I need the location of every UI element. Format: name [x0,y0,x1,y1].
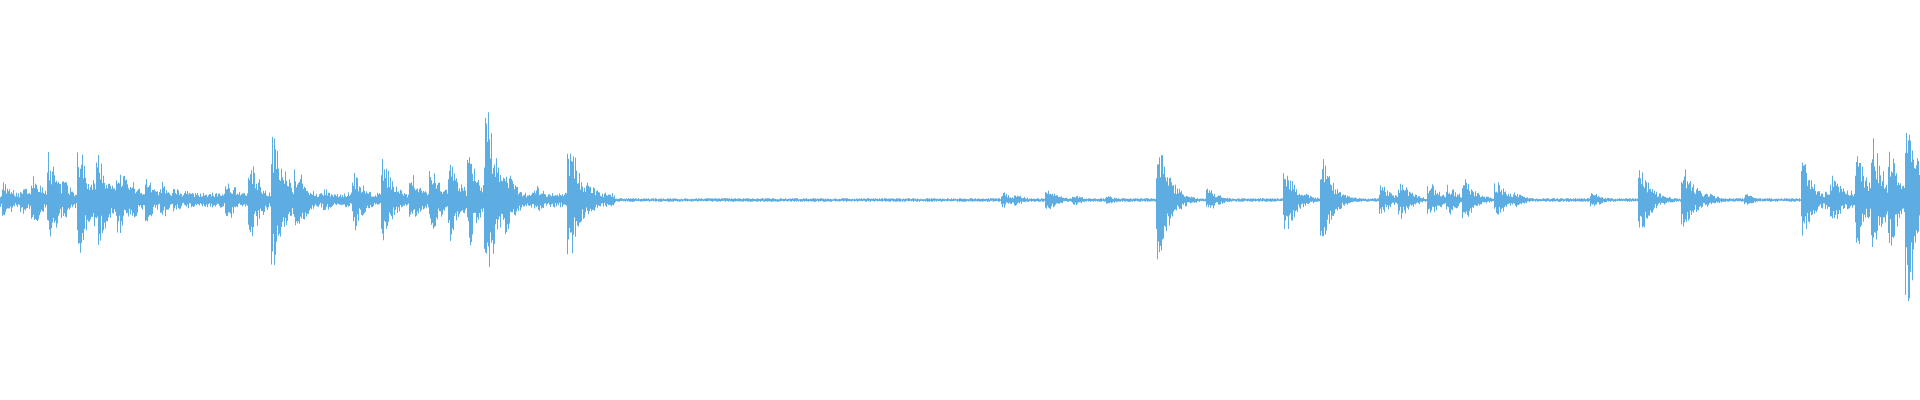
waveform-bars [0,112,1920,301]
